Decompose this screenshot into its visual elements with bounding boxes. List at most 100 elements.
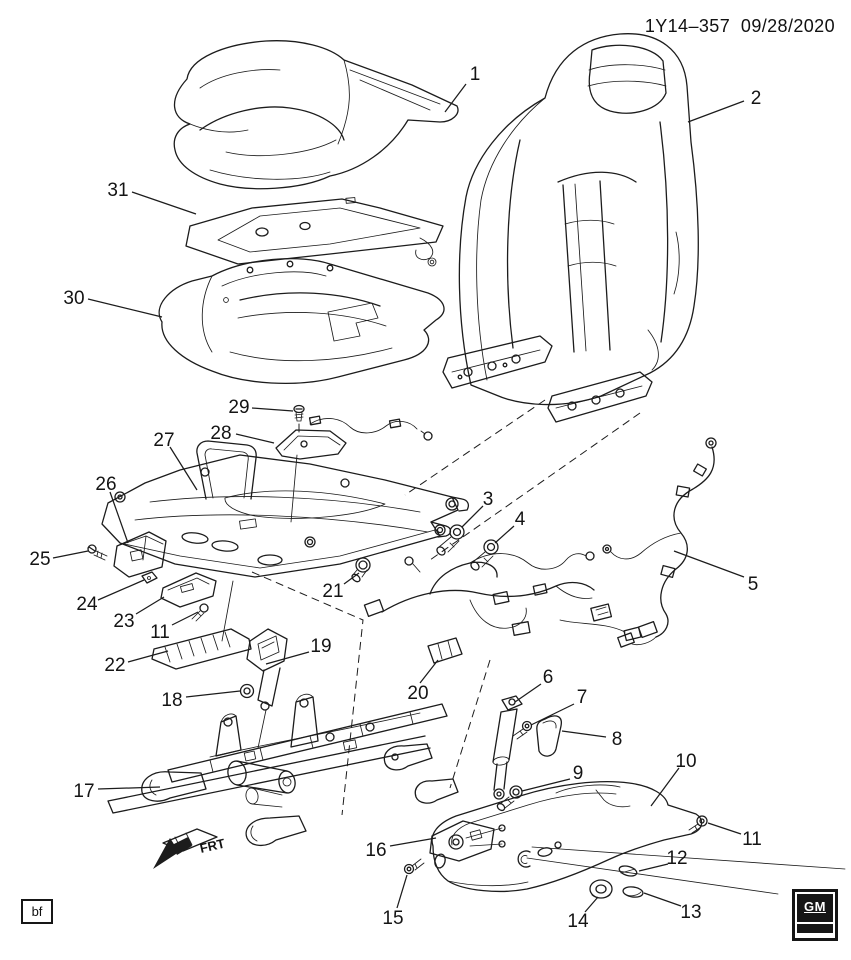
part-bracket-23: [160, 572, 217, 608]
svg-text:6: 6: [543, 667, 554, 688]
part-amplifier-module: [151, 580, 252, 670]
part-adjuster-motor: [429, 820, 503, 862]
callout-10: 10: [650, 751, 697, 807]
callout-19: 19: [265, 636, 332, 665]
part-frame-harness: [308, 415, 433, 441]
callout-3: 3: [461, 489, 493, 528]
part-seat-belt-buckle: [246, 628, 288, 749]
screw-25: [87, 544, 108, 561]
part-side-harness: [602, 437, 717, 648]
callout-1: 1: [444, 64, 481, 113]
part-mount-bracket-plate: [275, 429, 347, 523]
callout-5: 5: [673, 550, 759, 595]
part-cushion-foam-pad: [158, 258, 445, 385]
callout-24: 24: [76, 579, 145, 615]
part-memory-module: [113, 531, 167, 578]
part-seat-cushion-frame: [101, 440, 469, 578]
callout-21: 21: [322, 572, 360, 602]
part-side-shield: [431, 781, 846, 895]
screw-11a: [191, 603, 209, 622]
part-seat-back-assembly: [442, 33, 699, 423]
svg-text:9: 9: [573, 763, 584, 784]
callout-16: 16: [365, 837, 437, 861]
svg-text:8: 8: [612, 729, 623, 750]
svg-text:31: 31: [107, 180, 128, 201]
screw-29: [293, 404, 305, 437]
svg-text:10: 10: [675, 751, 696, 772]
part-nut-18: [239, 683, 255, 699]
svg-text:20: 20: [407, 683, 428, 704]
callout-15: 15: [382, 874, 408, 929]
svg-text:30: 30: [63, 288, 84, 309]
frt-direction-arrow: FRT: [153, 828, 226, 869]
svg-text:29: 29: [228, 397, 249, 418]
svg-text:22: 22: [104, 655, 125, 676]
callout-29: 29: [228, 397, 294, 418]
callout-22: 22: [104, 650, 169, 676]
part-seat-track-assembly: [107, 693, 459, 847]
svg-text:17: 17: [73, 781, 94, 802]
svg-text:27: 27: [153, 430, 174, 451]
callout-11a: 11: [150, 611, 199, 643]
assembly-axis-line: [251, 571, 364, 816]
callouts: 1 2 31 30 29 28 27 26 25 24 23 11 22 18 …: [29, 64, 761, 932]
page-code-box: bf: [21, 899, 53, 924]
callout-26: 26: [95, 474, 129, 544]
bolt-9: [496, 785, 523, 812]
callout-13: 13: [643, 892, 702, 923]
svg-text:2: 2: [751, 88, 762, 109]
callout-4: 4: [494, 509, 526, 544]
part-recliner-strut: [492, 695, 523, 800]
callout-7: 7: [530, 687, 587, 726]
callout-30: 30: [63, 288, 163, 318]
svg-text:16: 16: [365, 840, 386, 861]
svg-text:19: 19: [310, 636, 331, 657]
part-retainer-clip-24: [141, 571, 158, 584]
svg-text:26: 26: [95, 474, 116, 495]
bolt-21: [351, 557, 371, 583]
svg-text:11: 11: [150, 622, 170, 643]
callout-11b: 11: [707, 822, 762, 850]
screw-15: [403, 858, 425, 875]
gm-logo-strip: [797, 924, 833, 933]
callout-20: 20: [407, 659, 439, 704]
gm-logo: GM: [792, 889, 838, 941]
svg-text:4: 4: [515, 509, 526, 530]
part-cushion-heater-pad: [185, 197, 444, 267]
part-pin-13: [622, 886, 644, 898]
drawing-number-title: 1Y14–357 09/28/2020: [644, 16, 835, 36]
callout-8: 8: [561, 729, 623, 750]
svg-text:5: 5: [748, 574, 759, 595]
assembly-axis-line: [429, 412, 641, 561]
svg-text:1: 1: [470, 64, 481, 85]
callout-12: 12: [638, 848, 688, 872]
callout-23: 23: [113, 596, 165, 632]
gm-logo-text: GM: [797, 894, 833, 922]
svg-text:24: 24: [76, 594, 98, 615]
callout-31: 31: [107, 180, 197, 215]
page-code-label: bf: [31, 904, 43, 919]
screw-11b: [688, 815, 708, 834]
svg-text:18: 18: [161, 690, 182, 711]
callout-18: 18: [161, 690, 241, 711]
callout-28: 28: [210, 423, 275, 444]
callout-9: 9: [521, 763, 584, 792]
frt-label: FRT: [198, 836, 226, 856]
assembly-axis-line: [404, 399, 546, 496]
part-seat-wiring-harness: [363, 551, 642, 664]
part-cover-8: [536, 715, 562, 757]
svg-text:25: 25: [29, 549, 50, 570]
part-seat-cushion-cover: [173, 40, 459, 190]
callout-27: 27: [153, 430, 198, 491]
svg-text:11: 11: [742, 829, 762, 850]
callout-2: 2: [687, 88, 762, 123]
svg-text:15: 15: [382, 908, 403, 929]
part-pin-12: [618, 865, 638, 877]
callout-6: 6: [514, 667, 554, 703]
callout-17: 17: [73, 781, 161, 802]
svg-text:13: 13: [680, 902, 701, 923]
screw-7: [512, 720, 533, 740]
svg-text:12: 12: [666, 848, 687, 869]
